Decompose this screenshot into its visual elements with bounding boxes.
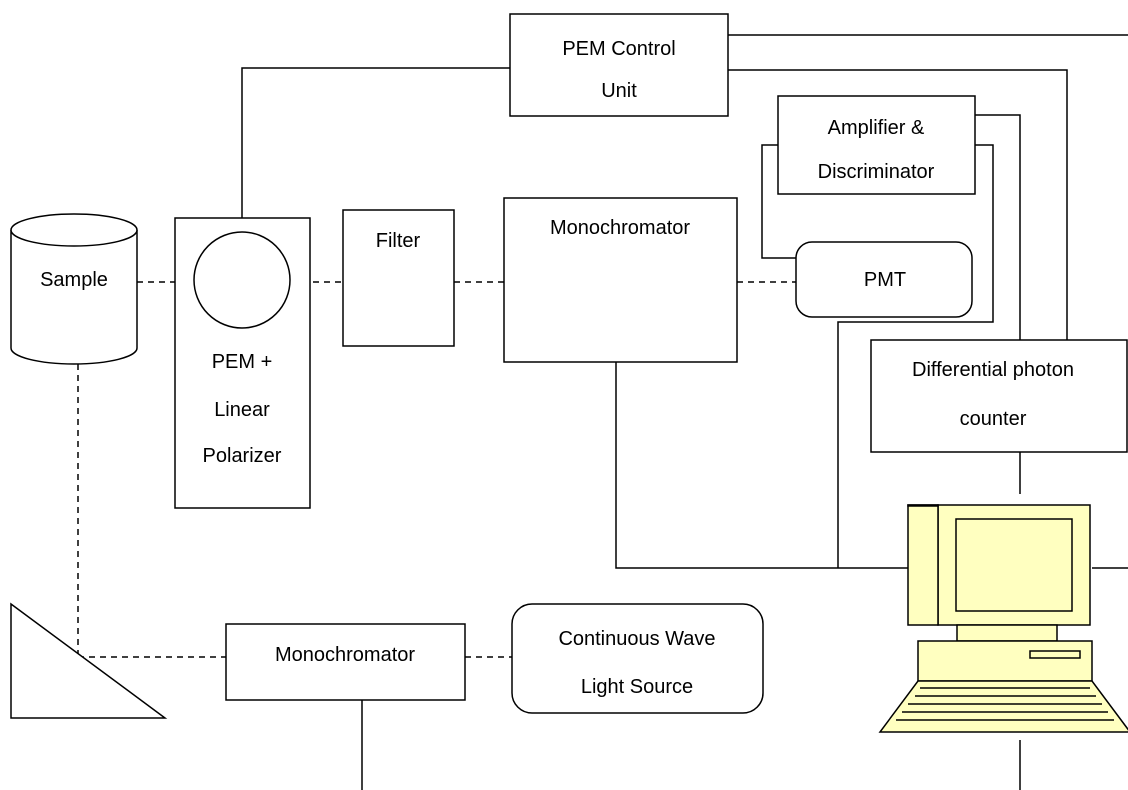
- monochromator-top: Monochromator: [503, 197, 738, 363]
- sample-label: Sample: [40, 269, 108, 291]
- amplifier-label-line2: Discriminator: [818, 161, 935, 183]
- computer-keyboard-rows: [896, 687, 1114, 721]
- amplifier-label-line1: Amplifier &: [828, 117, 925, 139]
- wire-amplifier-to-counter: [975, 114, 1021, 340]
- pem-control-unit-box: [509, 13, 729, 117]
- computer-drive-slot: [1029, 650, 1081, 659]
- wire-pem-control-to-counter: [728, 69, 1068, 340]
- monochromator-bottom: Monochromator: [225, 623, 466, 701]
- electrical-connections: [241, 34, 1128, 790]
- pem-circle: [193, 231, 291, 329]
- wire-amplifier-to-pmt: [761, 144, 796, 259]
- light-source-box: [511, 603, 764, 714]
- wire-pem-control-to-pem: [241, 67, 510, 218]
- filter-label: Filter: [376, 230, 421, 252]
- pem-label-line2: Linear: [214, 399, 270, 421]
- filter-box: [342, 209, 455, 347]
- amplifier-discriminator: Amplifier & Discriminator: [777, 95, 976, 195]
- monochromator-top-label: Monochromator: [550, 217, 690, 239]
- computer-stand: [956, 624, 1058, 642]
- counter-label-line2: counter: [960, 408, 1027, 430]
- pem-linear-polarizer: PEM + Linear Polarizer: [174, 217, 311, 509]
- computer-screen: [955, 518, 1073, 612]
- wire-monochromator-to-computer: [615, 362, 918, 569]
- pem-label-line3: Polarizer: [203, 445, 282, 467]
- pmt-label: PMT: [864, 269, 906, 291]
- computer-icon: [878, 504, 1128, 733]
- sample-top: [10, 213, 138, 247]
- amplifier-box: [777, 95, 976, 195]
- light-source-label-line1: Continuous Wave: [558, 628, 715, 650]
- monochromator-bottom-label: Monochromator: [275, 644, 415, 666]
- counter-box: [870, 339, 1128, 453]
- monochromator-bottom-box: [225, 623, 466, 701]
- computer-monitor-edge: [907, 504, 939, 507]
- pmt: PMT: [795, 241, 973, 318]
- pem-label-line1: PEM +: [212, 351, 273, 373]
- pmt-box: [795, 241, 973, 318]
- light-source: Continuous Wave Light Source: [511, 603, 764, 714]
- pem-control-unit: PEM Control Unit: [509, 13, 729, 117]
- pem-control-label-line2: Unit: [601, 80, 637, 102]
- monochromator-top-box: [503, 197, 738, 363]
- computer-base: [917, 640, 1093, 682]
- pem-control-label-line1: PEM Control: [562, 38, 675, 60]
- computer-monitor-side: [907, 504, 939, 626]
- sample-cylinder: Sample: [10, 213, 138, 365]
- filter: Filter: [342, 209, 455, 347]
- counter-label-line1: Differential photon: [912, 359, 1074, 381]
- wire-amplifier-to-computer: [837, 144, 994, 568]
- prism: [10, 602, 168, 719]
- differential-photon-counter: Differential photon counter: [870, 339, 1128, 453]
- sample-body: [10, 230, 138, 365]
- light-source-label-line2: Light Source: [581, 676, 693, 698]
